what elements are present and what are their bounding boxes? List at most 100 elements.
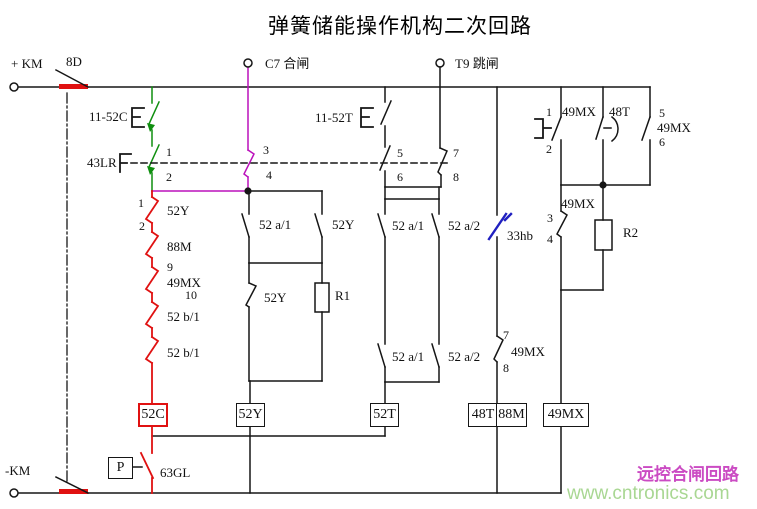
- contact-label: 52 a/1: [392, 349, 425, 364]
- negative-rail-label: -KM: [5, 463, 31, 478]
- knife-switch-label: 8D: [66, 54, 82, 69]
- aux-relay-wires: [534, 86, 651, 494]
- coil-label: 52T: [373, 407, 396, 422]
- pin-label: 4: [266, 168, 272, 182]
- knife-switch-blade-mark-top: [59, 84, 88, 89]
- pin-label: 1: [546, 105, 552, 119]
- coil-label: 48T: [471, 407, 495, 422]
- coil-label: 52Y: [238, 407, 263, 422]
- contact-43lr-78-icon: [437, 147, 448, 177]
- contact-49mx-icon: [144, 265, 160, 295]
- knife-switch-blade-mark-bottom: [59, 489, 88, 494]
- contact-88m-icon: [144, 230, 160, 260]
- pin-label: 2: [546, 142, 552, 156]
- red-coil-wire: [139, 190, 160, 494]
- pin-label: 8: [453, 170, 459, 184]
- contact-49mx-78-icon: [493, 334, 504, 364]
- pin-label: 8: [503, 361, 509, 375]
- watermark-url: www.cntronics.com: [567, 483, 730, 504]
- contact-33hb-icon: [487, 212, 513, 241]
- contact-52y-icon: [144, 195, 160, 225]
- switch-bracket-11-52c-icon: [131, 107, 145, 128]
- pin-label: 10: [185, 288, 197, 302]
- contact-52b1-icon: [144, 300, 160, 330]
- terminal-t9-label: T9 跳闸: [455, 56, 499, 71]
- gauge-label: P: [116, 460, 125, 475]
- chain-contact-label: 49MX: [167, 275, 201, 290]
- coil-box-48t: 48T: [468, 403, 498, 427]
- coil-box-52y: 52Y: [236, 403, 265, 427]
- contact-48t-icon: [595, 116, 604, 140]
- contact-label: 49MX: [562, 104, 596, 119]
- contact-52a1-icon: [241, 213, 250, 238]
- contact-label: 52 a/2: [448, 349, 481, 364]
- contact-52y-icon: [314, 213, 323, 238]
- timer-arc-icon: [610, 115, 619, 143]
- contact-label: 52Y: [264, 290, 287, 305]
- pin-label: 4: [547, 232, 553, 246]
- resistor-r2: [594, 219, 613, 251]
- close-circuit-wires: [119, 58, 449, 494]
- coil-label: 88M: [498, 407, 525, 422]
- coil-box-88m: 88M: [496, 403, 527, 427]
- switch-bracket-43lr-icon: [119, 153, 132, 173]
- contact-label: 52Y: [332, 217, 355, 232]
- coil-label: 52C: [141, 407, 165, 422]
- green-close-wire: [147, 86, 160, 192]
- positive-rail-label: + KM: [11, 56, 43, 71]
- contact-63gl-icon: [139, 451, 155, 480]
- resistor-r2-label: R2: [623, 225, 639, 240]
- coil-box-49mx: 49MX: [543, 403, 589, 427]
- contact-52a1-icon: [377, 343, 386, 368]
- spring-switch-label: 33hb: [507, 228, 533, 243]
- contact-49mx-56-icon: [641, 116, 651, 141]
- contact-52y-icon: [245, 282, 258, 309]
- knife-switch-bottom-icon: [54, 475, 90, 495]
- contact-52a2-icon: [431, 213, 440, 238]
- contact-52a1-icon: [377, 213, 386, 238]
- pin-label: 2: [139, 219, 145, 233]
- contact-49mx-34-icon: [556, 209, 568, 239]
- contact-43lr-56-icon: [379, 145, 391, 171]
- aux-switch-11-52c-label: 11-52C: [89, 109, 128, 124]
- pin-label: 6: [397, 170, 403, 184]
- pin-label: 5: [397, 146, 403, 160]
- remote-close-note: 远控合闸回路: [637, 465, 739, 484]
- contact-label: 49MX: [657, 120, 691, 135]
- motor-circuit-wires: [241, 190, 330, 494]
- switch-bracket-11-52t-icon: [360, 107, 374, 128]
- contact-label: 52 a/1: [392, 218, 425, 233]
- chain-contact-label: 52Y: [167, 203, 190, 218]
- terminal-c7: [243, 58, 253, 68]
- magenta-close-wire: [151, 66, 255, 192]
- contact-11-52c-icon: [148, 101, 160, 125]
- pin-label: 2: [166, 170, 172, 184]
- chain-contact-label: 88M: [167, 239, 192, 254]
- timer-contact-label: 48T: [609, 104, 630, 119]
- contact-43lr-34-icon: [243, 148, 255, 179]
- pin-label: 3: [263, 143, 269, 157]
- contact-49mx-12-icon: [551, 116, 562, 141]
- pin-label: 1: [166, 145, 172, 159]
- switch-bracket-49mx-icon: [534, 118, 552, 139]
- pin-label: 7: [503, 328, 509, 342]
- pin-label: 1: [138, 196, 144, 210]
- contact-label: 52 a/1: [259, 217, 292, 232]
- contact-label: 49MX: [561, 196, 595, 211]
- bus-wires: [9, 68, 651, 498]
- chain-contact-label: 52 b/1: [167, 309, 200, 324]
- pin-label: 6: [659, 135, 665, 149]
- coil-box-52c: 52C: [138, 403, 168, 427]
- chain-contact-label: 52 b/1: [167, 345, 200, 360]
- terminal-c7-label: C7 合闸: [265, 56, 310, 71]
- contact-label: 52 a/2: [448, 218, 481, 233]
- contact-11-52t-icon: [380, 100, 392, 125]
- trip-circuit-wires: [360, 58, 448, 437]
- page-title: 弹簧储能操作机构二次回路: [268, 14, 532, 38]
- pin-label: 5: [659, 106, 665, 120]
- terminal-t9: [435, 58, 445, 68]
- pressure-switch-label: 63GL: [160, 465, 191, 480]
- contact-52b1-icon: [144, 335, 160, 365]
